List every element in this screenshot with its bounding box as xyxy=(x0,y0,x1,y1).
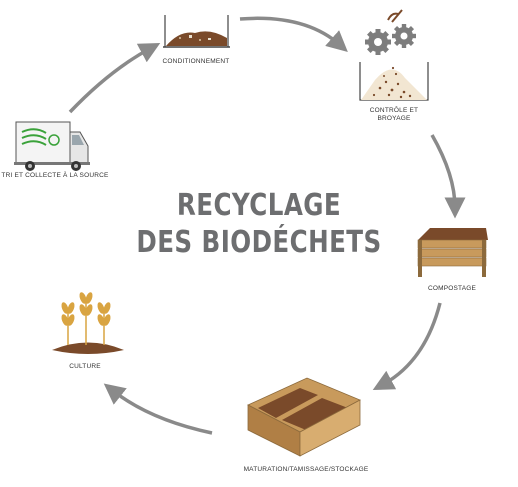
label-conditionnement: CONDITIONNEMENT xyxy=(162,58,230,65)
arrow-controle-to-compostage xyxy=(430,134,466,219)
diagram-title-line1: RECYCLAGE xyxy=(176,188,342,223)
label-controle-line1: CONTRÔLE ET xyxy=(369,107,419,114)
wheat-icon xyxy=(52,292,124,354)
arrow-tri-to-conditionnement xyxy=(68,43,161,114)
bin-icon xyxy=(163,15,230,48)
label-tri-collecte: TRI ET COLLECTE À LA SOURCE xyxy=(1,172,109,179)
diagram-title-line2: DES BIODÉCHETS xyxy=(136,225,382,260)
arrow-compostage-to-maturation xyxy=(372,302,442,390)
truck-icon xyxy=(14,121,90,171)
arrow-maturation-to-culture xyxy=(103,383,213,435)
compost-box-icon xyxy=(417,228,488,277)
maturation-bin-icon xyxy=(247,377,361,457)
label-maturation: MATURATION/TAMISSAGE/STOCKAGE xyxy=(243,466,369,473)
label-controle-line2: BROYAGE xyxy=(377,115,411,122)
gears-icon xyxy=(359,9,429,101)
arrow-conditionnement-to-controle xyxy=(239,16,348,52)
label-culture: CULTURE xyxy=(69,363,101,370)
label-compostage: COMPOSTAGE xyxy=(427,285,477,292)
